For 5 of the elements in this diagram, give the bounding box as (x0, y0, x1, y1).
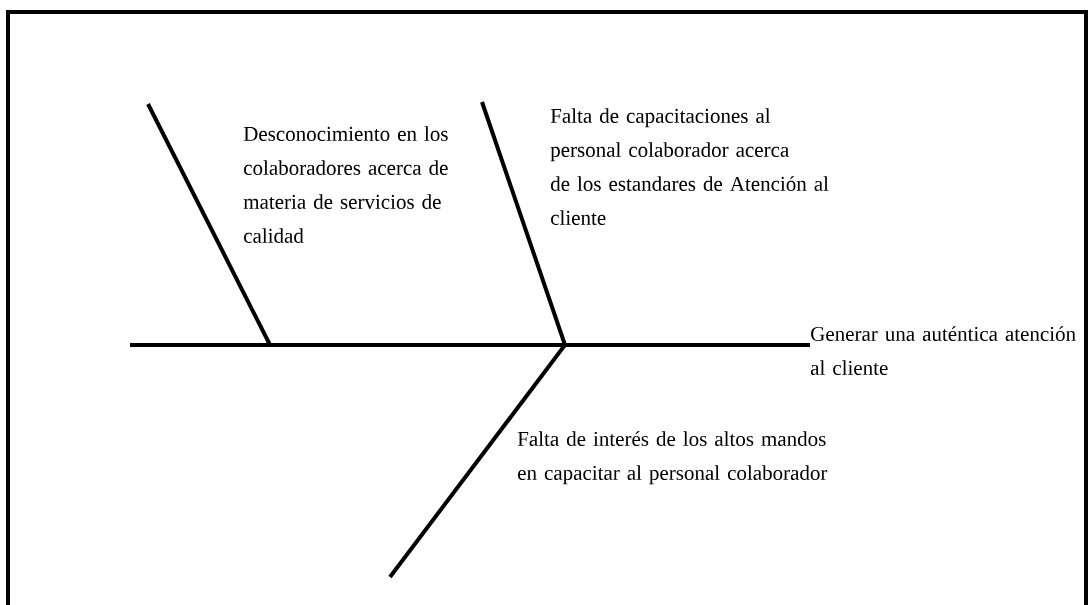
effect-text: Generar una auténtica atención al cliente (810, 326, 1076, 375)
cause-text: Falta de interés de los altos mandos en capacitar al personal colaborador (517, 431, 828, 485)
cause-text: Falta de capacitaciones al personal colaborador acerca de los estandares de Atención al cliente (550, 108, 829, 225)
spine-line (130, 343, 810, 347)
cause-text: Desconocimiento en los colaboradores acerca de materia de servicios de calidad (243, 126, 448, 243)
